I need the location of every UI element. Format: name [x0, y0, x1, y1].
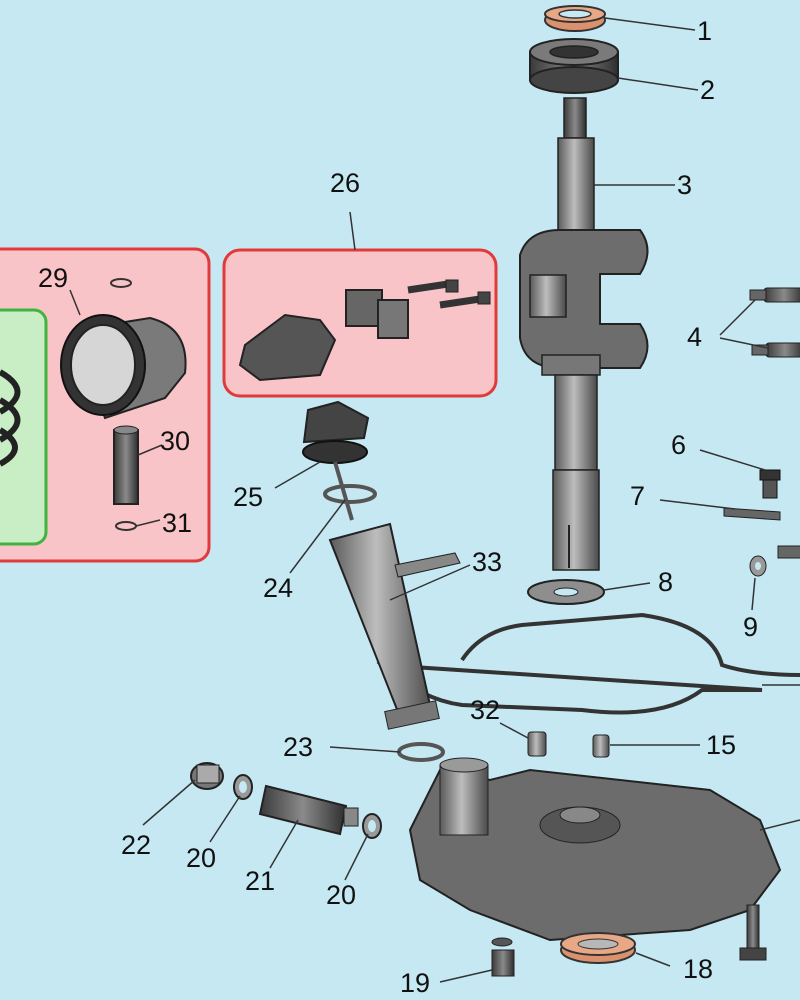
oil-seal-top	[544, 5, 606, 32]
leader-lines	[69, 17, 800, 983]
clip-top	[110, 278, 132, 288]
callout-31: 31	[162, 508, 193, 538]
oring-23	[397, 742, 445, 762]
callout-30: 30	[160, 426, 191, 456]
callout-25: 25	[233, 482, 264, 512]
callout-8: 8	[658, 567, 674, 597]
callout-1: 1	[697, 16, 713, 46]
callout-4: 4	[687, 322, 703, 352]
callout-19: 19	[400, 968, 431, 998]
bolts-4	[749, 287, 800, 358]
callout-22: 22	[121, 830, 152, 860]
crankshaft	[519, 97, 649, 571]
bolt-6	[759, 469, 781, 499]
callout-26: 26	[330, 168, 361, 198]
callout-33: 33	[472, 547, 503, 577]
washer-20-right	[362, 813, 382, 839]
main-bearing	[529, 38, 619, 94]
plug-22	[190, 762, 224, 790]
plate-7	[723, 507, 781, 521]
dowel-15	[592, 734, 610, 758]
dipstick-tube-33	[328, 522, 461, 730]
bolt-bottom-right	[739, 904, 767, 961]
dowel-32	[527, 731, 547, 757]
crankcase-gasket	[376, 612, 800, 715]
callout-2: 2	[700, 75, 716, 105]
ring-set-group-box	[0, 308, 48, 546]
piston-pin-30	[113, 425, 139, 505]
connecting-rod-26	[238, 279, 491, 382]
callout-6: 6	[671, 430, 687, 460]
callout-21: 21	[245, 866, 276, 896]
washer-20-left	[233, 774, 253, 800]
oil-seal-bottom	[560, 932, 636, 964]
callout-9: 9	[743, 612, 759, 642]
callout-29: 29	[38, 263, 69, 293]
callout-7: 7	[630, 481, 646, 511]
callout-23: 23	[283, 732, 314, 762]
oring-24	[323, 484, 377, 504]
piston-29	[60, 314, 187, 420]
crankcase-cover	[408, 757, 782, 942]
callout-15: 15	[706, 730, 737, 760]
callout-24: 24	[263, 573, 294, 603]
callout-18: 18	[683, 954, 714, 984]
plug-19	[491, 937, 515, 977]
dipstick-cap-25	[302, 400, 370, 521]
washer-8	[527, 579, 605, 605]
callout-32: 32	[470, 695, 501, 725]
callout-20-right: 20	[326, 880, 357, 910]
callout-3: 3	[677, 170, 693, 200]
spacer-21	[258, 784, 359, 836]
callout-20-left: 20	[186, 843, 217, 873]
washer-9	[749, 545, 800, 577]
